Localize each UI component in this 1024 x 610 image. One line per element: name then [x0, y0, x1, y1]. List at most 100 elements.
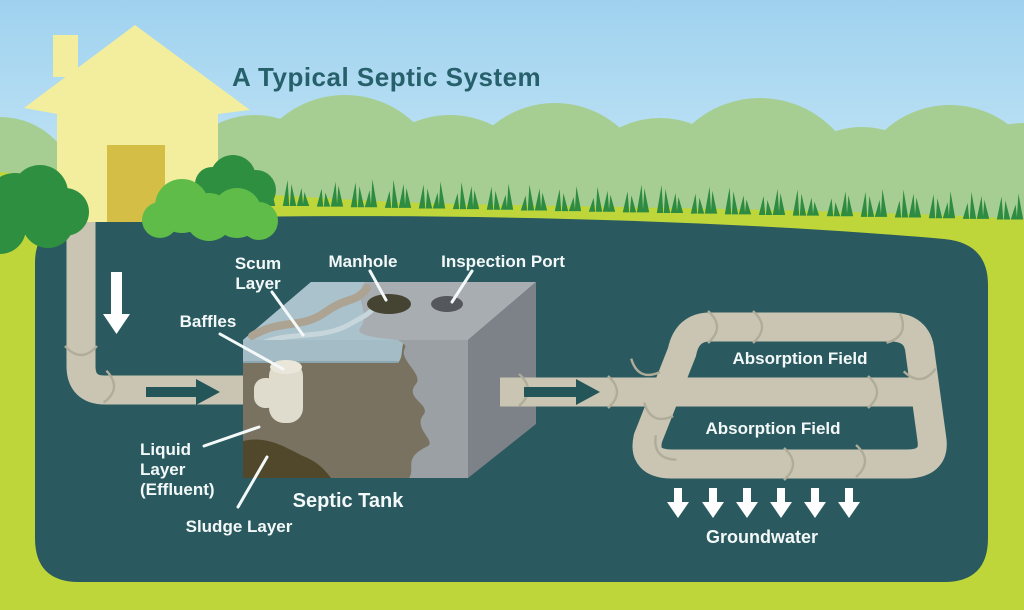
baffle-pipe: [269, 361, 303, 423]
grass-tuft-blade: [554, 189, 562, 212]
grass-tuft-blade: [472, 190, 480, 210]
inspection-port-leader-line: [450, 269, 474, 304]
grass-tuft-blade: [425, 188, 433, 209]
pipe-joint-seam: [867, 375, 879, 409]
grass-tuft-blade: [642, 188, 650, 213]
absorption-loop-pipe: [632, 312, 947, 479]
grass-tuft-blade: [629, 195, 637, 213]
grass-tuft-blade: [867, 195, 875, 217]
scum-layer-label-line2: Layer: [235, 274, 281, 293]
pipe-joint-seam: [630, 358, 661, 377]
inspection-port-label: Inspection Port: [441, 252, 565, 271]
manhole-opening: [367, 294, 411, 314]
grass-tuft-blade: [880, 188, 888, 217]
grass-tuft-blade: [561, 193, 569, 212]
pipe-joint-seam: [902, 367, 937, 381]
inlet-flow-arrow-icon: [146, 379, 220, 405]
grass-tuft-blade: [296, 188, 304, 206]
tank-scum-layer-band: [243, 340, 405, 363]
grass-tuft-blade: [302, 192, 310, 206]
house-roof: [24, 25, 250, 114]
liquid-layer-leader-line: [202, 425, 261, 448]
sludge-layer-leader-line: [236, 455, 269, 509]
grass-tuft-blade: [656, 185, 664, 214]
grass-tuft-blade: [438, 181, 446, 209]
groundwater-down-arrow-icon: [838, 488, 860, 518]
house-chimney: [53, 35, 78, 77]
pipe-joint-seam: [783, 447, 795, 481]
grass-tuft-blade: [384, 190, 392, 208]
pipe-joint-seam: [707, 310, 719, 344]
grass-tuft-blade: [908, 193, 916, 218]
septic-tank: [243, 282, 536, 478]
grass-tuft-blade: [520, 195, 528, 211]
grass-tuft-blade: [608, 194, 616, 212]
scum-light-streak: [257, 305, 377, 347]
groundwater-arrows: [667, 488, 860, 518]
grass-tuft-blade: [765, 199, 773, 215]
baffles-label: Baffles: [180, 312, 237, 331]
grass-tuft-blade: [364, 190, 372, 208]
grass-tuft-blade: [466, 186, 474, 210]
grass-tuft-blade: [676, 197, 684, 214]
grass-tuft-blade: [323, 192, 331, 207]
grass-tuft-blade: [588, 197, 596, 212]
pipe-joint-seam: [855, 444, 867, 478]
grass-tuft-blade: [602, 190, 610, 212]
grass-tuft-blade: [391, 179, 399, 208]
grass-tuft-blade: [731, 191, 739, 215]
manhole-leader-line: [368, 269, 388, 302]
grass-tuft-blade: [398, 183, 406, 208]
grass-tuft-blade: [792, 189, 800, 216]
grass-tuft-blade: [744, 199, 752, 215]
pipe-joint-seam: [654, 434, 677, 461]
grass-tuft-blade: [663, 189, 671, 214]
grass-tuft-blade: [670, 193, 678, 214]
inlet-pipe: [66, 206, 244, 405]
diagram-labels: Scum Layer Manhole Inspection Port Baffl…: [140, 252, 868, 547]
bush-right-dark: [195, 155, 276, 210]
grass-tuft-blade: [316, 188, 324, 207]
grass-tuft-blade: [724, 187, 732, 215]
scum-layer-label-line1: Scum: [235, 254, 281, 273]
liquid-layer-label-line2: Layer: [140, 460, 186, 479]
grass-tuft-blade: [1003, 200, 1011, 220]
grass-tuft-blade: [901, 189, 909, 218]
grass-tuft-blade: [710, 190, 718, 214]
grass-tuft-blade: [1010, 204, 1018, 220]
grass-tuft-blade: [357, 186, 365, 208]
page-title: A Typical Septic System: [232, 62, 541, 92]
leader-lines: [202, 269, 474, 509]
liquid-layer-label-line1: Liquid: [140, 440, 191, 459]
groundwater-down-arrow-icon: [736, 488, 758, 518]
grass-tuft-blade: [459, 182, 467, 210]
grass-tuft-blade: [493, 190, 501, 210]
pipe-joint-seam: [64, 345, 98, 357]
groundwater-down-arrow-icon: [804, 488, 826, 518]
absorption-field-top-label: Absorption Field: [732, 349, 867, 368]
grass-tuft-blade: [1016, 193, 1024, 220]
grass-tuft-blade: [506, 183, 514, 210]
grass-tuft-blade: [928, 194, 936, 219]
tank-front-face: [398, 340, 468, 478]
grass-tuft-blade: [500, 194, 508, 210]
grass-tuft-blade: [799, 193, 807, 216]
grass-tuft-blade: [289, 184, 297, 206]
grass-tuft-blade: [772, 188, 780, 215]
grass-tuft-blade: [778, 192, 786, 215]
grass-tuft-blade: [404, 187, 412, 208]
groundwater-down-arrow-icon: [667, 488, 689, 518]
grass-tuft-blade: [969, 191, 977, 219]
pipe-joint-seam: [102, 369, 116, 404]
groundwater-label: Groundwater: [706, 527, 818, 547]
grass-tuft-blade: [758, 195, 766, 215]
pipe-joint-seam: [643, 402, 674, 421]
grass-tuft-blade: [942, 202, 950, 219]
grass-tuft-blade: [840, 191, 848, 217]
grass-tuft-blade: [914, 197, 922, 218]
grass-tuft-blade: [486, 186, 494, 210]
grass-tuft-blade: [704, 186, 712, 214]
grass-tuft-blade: [806, 197, 814, 216]
tank-sludge-layer: [243, 439, 331, 478]
